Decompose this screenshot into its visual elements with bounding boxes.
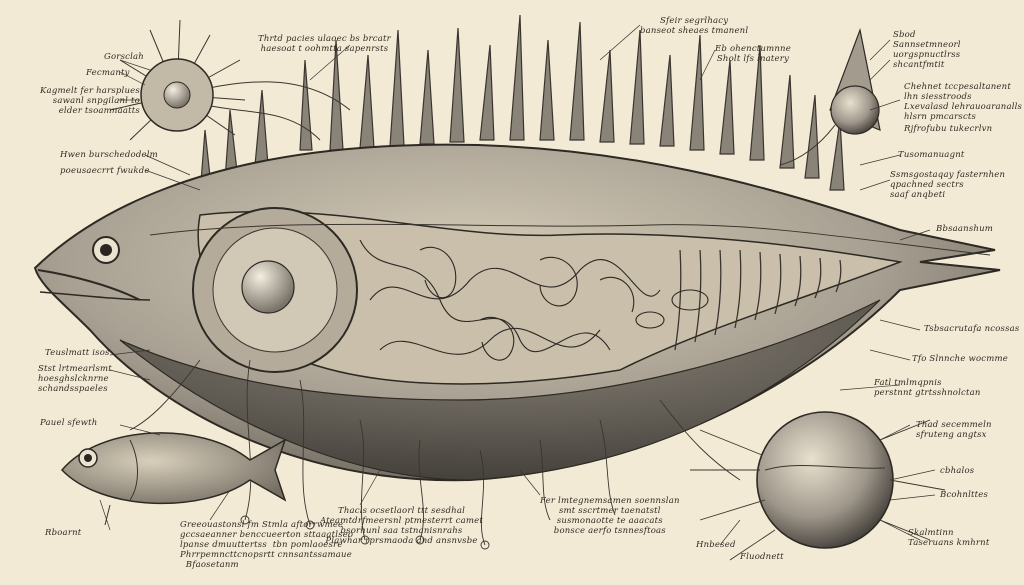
mouth	[37, 269, 141, 301]
label-20: Tfo Slnnche wocmme	[912, 354, 1008, 364]
label-30: Greeouastonsl fm Stmla aftorrwmee gccsae…	[180, 520, 354, 570]
label-16: Tusomanuagnt	[898, 150, 965, 160]
label-27: Fluodnett	[740, 552, 784, 562]
label-9: Rboarnt	[45, 528, 82, 538]
label-5: poeusaecrrt fwukde	[60, 166, 150, 176]
label-14: Chehnet tccpesaltanent lhn siesstroods L…	[904, 82, 1023, 122]
jaw-line	[39, 291, 151, 301]
label-19: Tsbsacrutafa ncossas	[924, 324, 1020, 334]
label-11: Sfeir segrlhacy banseot sheaes tmanenl	[640, 16, 749, 36]
label-2: Fecmanty	[86, 68, 130, 78]
leader-lines	[99, 24, 936, 546]
label-10: Thrtd pacies ulaoec bs brcatr haesoat t …	[258, 34, 391, 54]
organ-sphere	[241, 260, 295, 314]
label-17: Ssmsgostaqay fasternhen qpachned sectrs …	[890, 170, 1006, 200]
label-21: Fatl tmlmqpnis perstnnt gtrtsshnolctan	[874, 378, 981, 398]
label-12: Eb ohenctumnne Sholt lfs lnatery	[715, 44, 791, 64]
label-22: Thad secemmeln sfruteng angtsx	[916, 420, 992, 440]
label-28: Thacls ocsetlaorl ttt sesdhal Ateamtdrfm…	[320, 506, 484, 546]
rib-lines	[674, 249, 842, 351]
fish-belly	[119, 299, 881, 481]
label-25: Skalmtinn Taseruans kmhrnt	[908, 528, 990, 548]
label-26: Hnbesed	[696, 540, 736, 550]
label-6: Teuslmatt isos	[45, 348, 110, 358]
label-4: Hwen burschedodelm	[60, 150, 158, 160]
label-23: cbhalos	[940, 466, 975, 476]
radiolarian-organism	[109, 19, 351, 141]
label-3: Kagmelt fer harsplues sawanl snpgilanl t…	[40, 86, 140, 116]
viscera	[359, 239, 709, 361]
label-15: Rjfrofubu tukecrlvn	[904, 124, 993, 134]
label-7: Stst lrtmearlsmt hoesghslcknrne schandss…	[38, 364, 112, 394]
label-8: Pauel sfewth	[40, 418, 98, 428]
pupil	[100, 244, 112, 256]
label-18: Bbsaanshum	[936, 224, 994, 234]
tendrils	[129, 359, 741, 550]
label-13: Sbod Sannsetmneorl uorgspnuctlrss shcant…	[893, 30, 961, 70]
small-fish	[60, 432, 287, 526]
egg-sphere	[690, 411, 946, 561]
label-24: Bcohnlttes	[940, 490, 989, 500]
lateral-line	[149, 223, 991, 256]
cone-organism	[779, 27, 881, 166]
label-29: Fer lmtegnemsamen soennslan smt sscrtmer…	[540, 496, 680, 536]
label-1: Gorsclah	[104, 52, 144, 62]
